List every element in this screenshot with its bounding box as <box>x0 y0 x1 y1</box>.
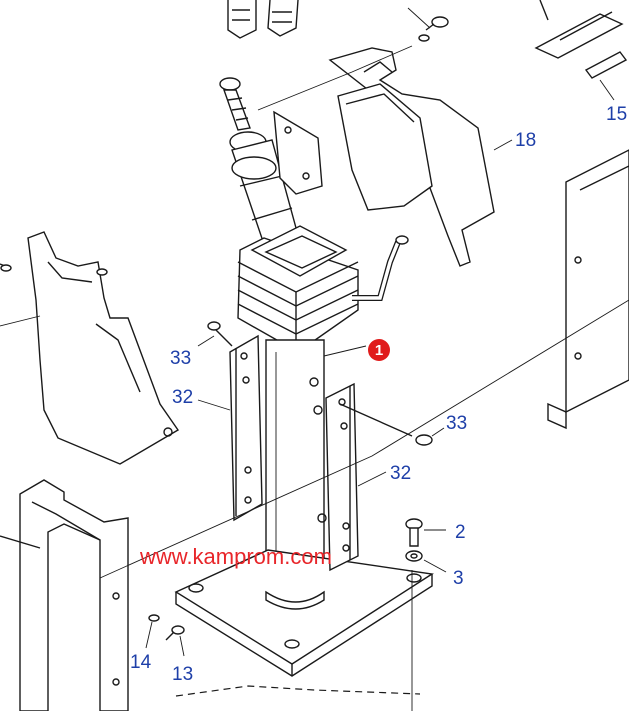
bolt-2 <box>405 518 446 547</box>
callout-32-right: 32 <box>390 463 411 484</box>
callout-badge-1 <box>368 339 390 361</box>
right-frame-panel <box>547 149 629 430</box>
reference-lines <box>99 45 629 711</box>
bracket-32-right <box>325 382 387 572</box>
callout-13: 13 <box>172 664 193 685</box>
callout-18: 18 <box>515 130 536 151</box>
column-head-housing <box>237 225 409 353</box>
washer-14 <box>145 614 160 649</box>
callout-1: 1 <box>375 342 383 359</box>
callout-3: 3 <box>453 568 464 589</box>
steering-shaft <box>219 77 323 263</box>
washer-3 <box>405 550 447 573</box>
callout-2: 2 <box>455 522 466 543</box>
bracket-assembly-15 <box>534 0 628 101</box>
callout-33-right: 33 <box>446 413 467 434</box>
bracket-32-left <box>197 334 263 522</box>
callout-33-left: 33 <box>170 348 191 369</box>
callout-15: 15 <box>606 104 627 125</box>
callout-32-left: 32 <box>172 387 193 408</box>
callout-14: 14 <box>130 652 152 673</box>
left-cover <box>0 231 180 465</box>
left-frame <box>0 479 129 711</box>
small-bolt-top <box>407 7 449 42</box>
electrical-connectors <box>227 0 299 39</box>
bolt-33-right <box>339 403 445 446</box>
column-cover-18 <box>328 47 513 267</box>
bolt-33-left <box>197 321 233 347</box>
base-plate <box>174 549 434 677</box>
callouts: 1 2 3 13 14 15 18 32 32 33 33 <box>130 104 627 685</box>
watermark: www.kamprom.com <box>139 544 332 569</box>
bolt-13 <box>165 625 185 657</box>
